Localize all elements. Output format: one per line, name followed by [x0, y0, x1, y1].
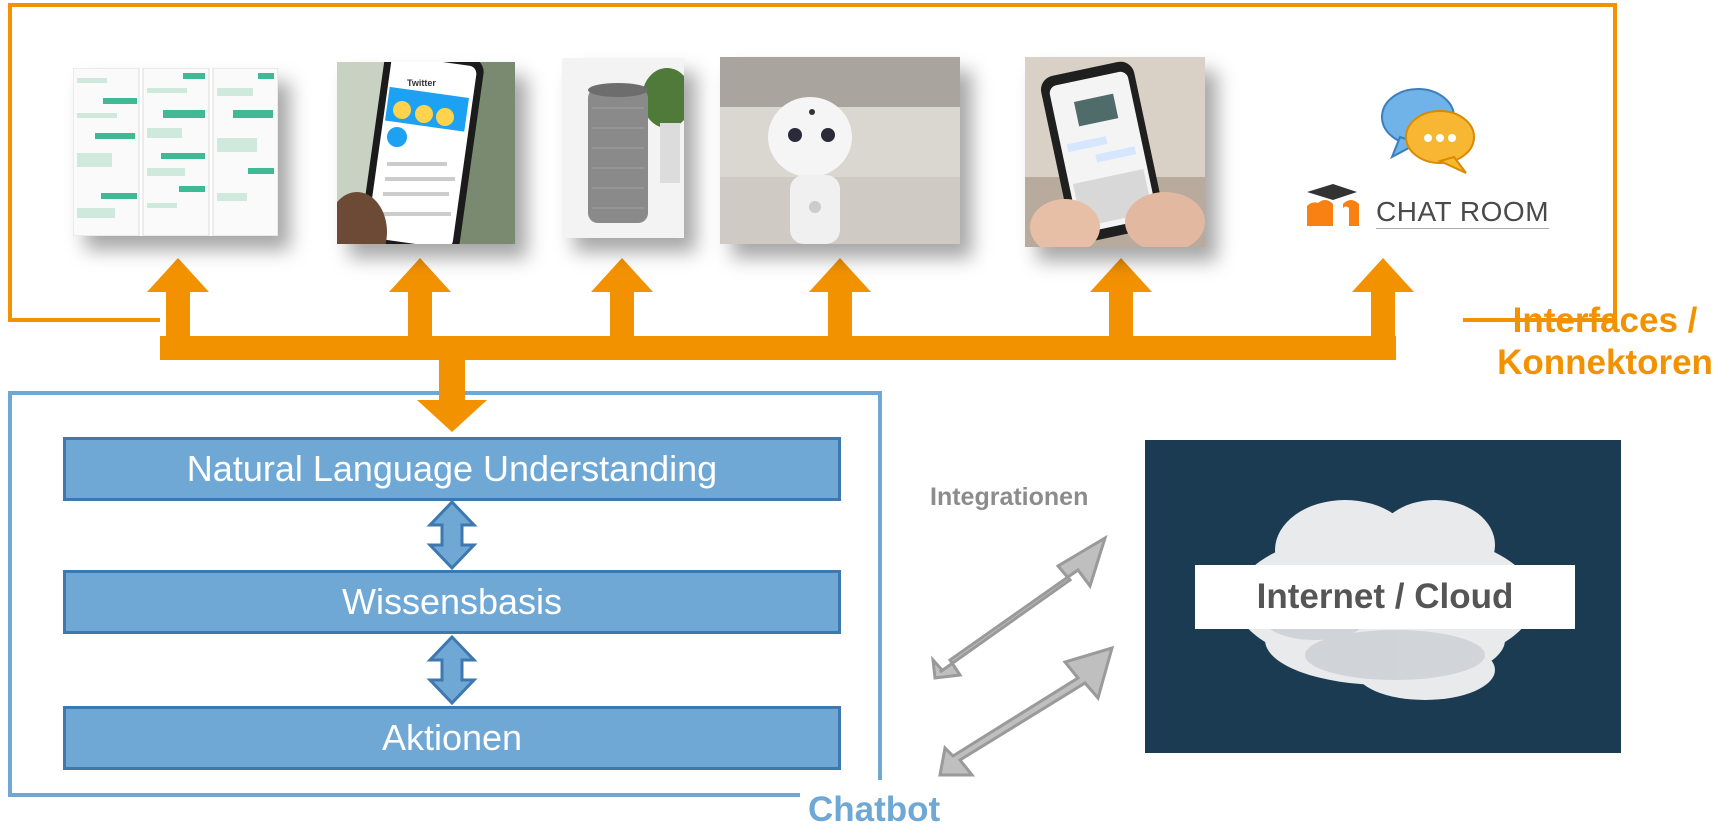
interfaces-label-line1: Interfaces / [1512, 301, 1698, 340]
layer-knowledge-base: Wissensbasis [63, 570, 841, 634]
interfaces-label: Interfaces / Konnektoren [1480, 300, 1730, 384]
interfaces-frame [8, 3, 1617, 322]
twitter-label: Twitter [407, 78, 436, 88]
twitter-phone-image: Twitter [337, 62, 515, 244]
moodle-logo-icon [1307, 184, 1359, 226]
interfaces-label-line2: Konnektoren [1497, 343, 1713, 382]
cloud-label: Internet / Cloud [1195, 565, 1575, 629]
integration-arrows [930, 534, 1115, 777]
chatbot-frame [8, 391, 882, 797]
interface-bus [160, 336, 1396, 360]
chatbot-label: Chatbot [808, 790, 941, 829]
smart-speaker-image [562, 58, 684, 238]
chat-bubbles-icon [1381, 88, 1475, 174]
layer-actions: Aktionen [63, 706, 841, 770]
interface-arrows [147, 258, 1414, 432]
chat-screens-image [73, 68, 278, 236]
integrations-label: Integrationen [930, 483, 1089, 511]
layer-arrows [426, 499, 478, 706]
chatroom-label: CHAT ROOM [1376, 196, 1550, 229]
layer-nlu: Natural Language Understanding [63, 437, 841, 501]
phone-messaging-image [1025, 57, 1205, 247]
robot-image [720, 57, 960, 244]
